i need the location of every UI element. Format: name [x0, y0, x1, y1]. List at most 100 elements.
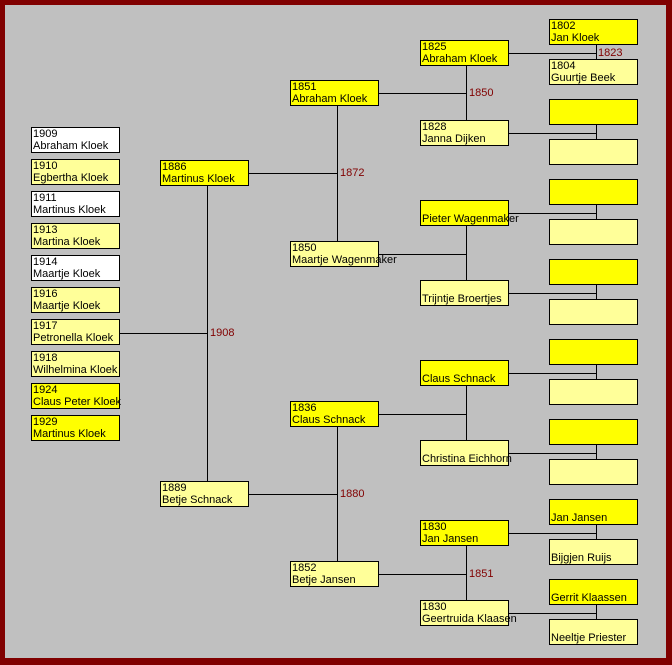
ancestor-box[interactable]: Jan Jansen — [549, 499, 638, 525]
ancestor-box[interactable] — [549, 219, 638, 245]
person-year: 1917 — [33, 320, 58, 332]
person-name: Betje Jansen — [292, 574, 356, 586]
person-year — [421, 281, 508, 293]
person-name: Egbertha Kloek — [33, 172, 109, 184]
person-name: Petronella Kloek — [33, 332, 114, 344]
person-name: Guurtje Beek — [551, 72, 616, 84]
person-name: Abraham Kloek — [422, 53, 498, 65]
person-name: Martinus Kloek — [33, 428, 106, 440]
person-name: Pieter Wagenmaker — [422, 213, 519, 225]
person-year: 1852 — [292, 562, 317, 574]
ancestor-box[interactable]: Gerrit Klaassen — [549, 579, 638, 605]
person-year: 1828 — [422, 121, 447, 133]
ancestor-box[interactable] — [549, 339, 638, 365]
connector-line — [596, 45, 597, 59]
person-name: Maartje Kloek — [33, 300, 101, 312]
connector-line — [379, 254, 466, 255]
person-name: Jan Jansen — [422, 533, 479, 545]
connector-line — [249, 494, 337, 495]
connector-line — [596, 525, 597, 539]
great-grandparent-box[interactable]: Claus Schnack — [420, 360, 509, 386]
person-name: Martinus Kloek — [33, 204, 106, 216]
person-year — [550, 140, 637, 152]
person-name: Janna Dijken — [422, 133, 486, 145]
ancestor-box[interactable] — [549, 139, 638, 165]
person-year: 1914 — [33, 256, 58, 268]
ancestor-box[interactable] — [549, 179, 638, 205]
ancestor-box[interactable] — [549, 419, 638, 445]
person-name: Wilhelmina Kloek — [33, 364, 118, 376]
great-grandparent-box[interactable]: Christina Eichhorn — [420, 440, 512, 466]
connector-line — [508, 373, 596, 374]
person-name: Maartje Wagenmaker — [292, 254, 397, 266]
great-grandparent-box[interactable]: Trijntje Broertjes — [420, 280, 509, 306]
ancestor-box[interactable] — [549, 459, 638, 485]
connector-line — [119, 333, 207, 334]
great-grandparent-box[interactable]: Pieter Wagenmaker — [420, 200, 519, 226]
person-name: Abraham Kloek — [292, 93, 368, 105]
person-year — [550, 580, 637, 592]
person-year — [550, 620, 637, 632]
person-year: 1924 — [33, 384, 58, 396]
ancestor-box[interactable] — [549, 99, 638, 125]
person-year: 1802 — [551, 20, 576, 32]
person-name: Jan Jansen — [551, 512, 608, 524]
person-name — [550, 392, 637, 404]
person-name: Trijntje Broertjes — [422, 293, 502, 305]
connector-line — [249, 173, 337, 174]
person-year — [550, 220, 637, 232]
ancestor-box[interactable] — [549, 299, 638, 325]
connector-line — [596, 365, 597, 379]
person-name — [550, 472, 637, 484]
person-year — [550, 500, 637, 512]
person-year — [550, 540, 637, 552]
ancestor-box[interactable]: Bijgjen Ruijs — [549, 539, 638, 565]
person-name: Claus Schnack — [422, 373, 496, 385]
person-name — [550, 352, 637, 364]
connector-line — [596, 445, 597, 459]
connector-line — [466, 386, 467, 440]
marriage-year: 1851 — [469, 568, 494, 580]
person-year — [550, 300, 637, 312]
connector-line — [508, 613, 596, 614]
person-year: 1850 — [292, 242, 317, 254]
connector-line — [596, 285, 597, 299]
connector-line — [337, 106, 338, 241]
person-name: Betje Schnack — [162, 494, 233, 506]
person-year — [550, 100, 637, 112]
person-year — [550, 420, 637, 432]
ancestor-box[interactable] — [549, 379, 638, 405]
connector-line — [508, 133, 596, 134]
marriage-year: 1872 — [340, 167, 365, 179]
connector-line — [379, 93, 466, 94]
ancestor-box[interactable] — [549, 259, 638, 285]
ancestor-box[interactable]: Neeltje Priester — [549, 619, 638, 645]
person-name: Neeltje Priester — [551, 632, 627, 644]
person-year: 1836 — [292, 402, 317, 414]
person-year — [550, 260, 637, 272]
person-year — [550, 380, 637, 392]
